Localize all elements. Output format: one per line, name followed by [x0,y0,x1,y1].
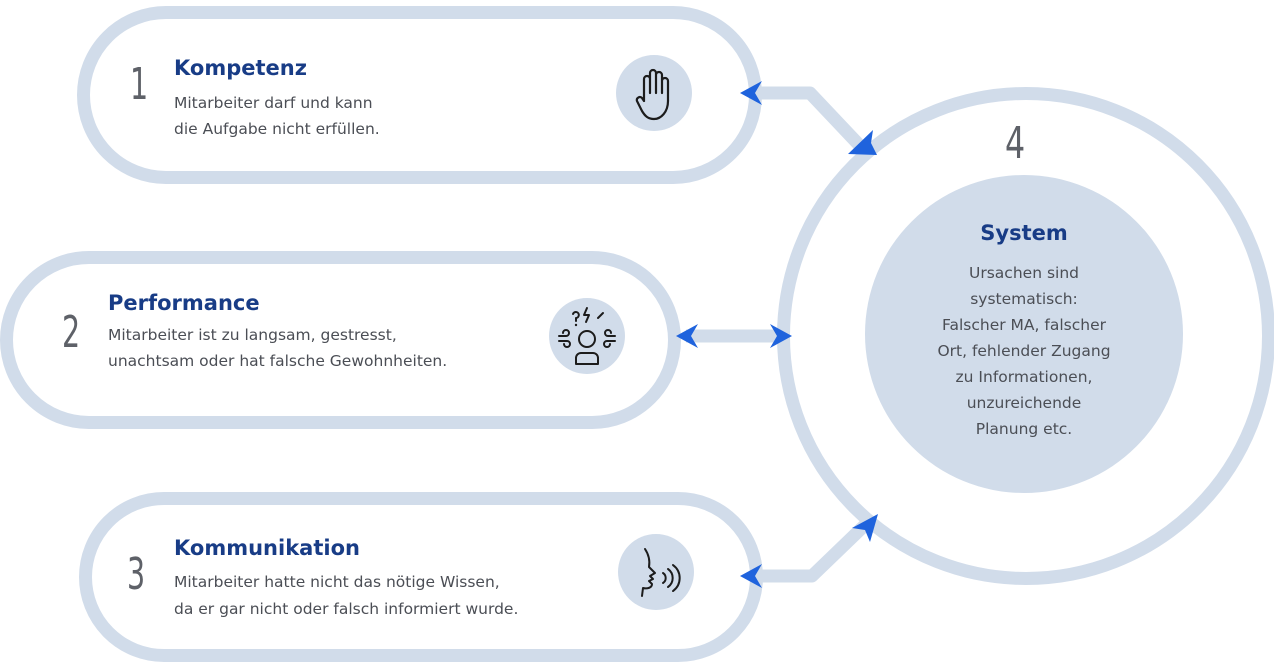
item-1-description-line-1: Mitarbeiter darf und kann [174,94,373,112]
item-2-icon-circle [549,298,625,374]
arrow-left-to-item-1 [740,81,762,105]
item-1-description-line-2: die Aufgabe nicht erfüllen. [174,120,380,138]
item-3-title: Kommunikation [174,536,360,560]
system-circle [865,175,1183,493]
system-description: Ursachen sind systematisch: Falscher MA,… [937,264,1111,438]
arrow-left-to-item-2 [676,324,698,348]
item-3-description-line-1: Mitarbeiter hatte nicht das nötige Wisse… [174,573,500,591]
item-1-card [77,6,762,184]
item-1-icon-circle [616,55,692,131]
item-2-title: Performance [108,291,260,315]
item-3-description-line-2: da er gar nicht oder falsch informiert w… [174,600,519,618]
item-1-title: Kompetenz [174,56,307,80]
arrow-into-system-top [848,130,877,155]
item-3-icon-circle [618,534,694,610]
raised-hand-icon [635,68,670,121]
arrow-right-to-system [770,324,792,348]
item-2-description-line-1: Mitarbeiter ist zu langsam, gestresst, [108,326,397,344]
arrow-left-to-item-3 [740,564,762,588]
item-1-number: 1 [130,59,149,110]
item-3-number: 3 [127,549,146,600]
system-number: 4 [1005,118,1026,169]
item-2-number: 2 [62,307,81,358]
item-2-description-line-2: unachtsam oder hat falsche Gewohnheiten. [108,352,448,370]
connector-line-1 [760,86,867,153]
system-title: System [980,221,1068,245]
connector-line-3 [760,519,871,583]
stressed-person-icon [558,307,616,365]
arrow-out-of-system-bottom [852,514,878,542]
speaking-face-icon [641,548,681,597]
